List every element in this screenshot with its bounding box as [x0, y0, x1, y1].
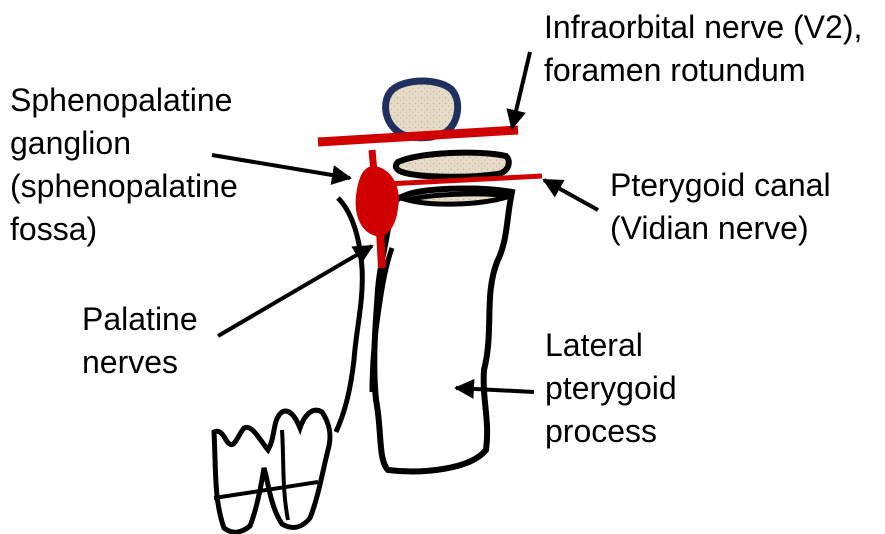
infraorbital-nerve: [318, 130, 518, 142]
infraorbital-nerve-label: Infraorbital nerve (V2), foramen rotundu…: [544, 6, 862, 92]
lateral-label-line-1: Lateral: [545, 324, 677, 367]
tooth-divider: [282, 430, 288, 520]
pterygoid-canal-upper-bone: [396, 153, 509, 177]
molar-teeth-outline: [214, 410, 330, 532]
lateral-pterygoid-process-outline: [374, 189, 512, 472]
sphenopalatine-ganglion: [356, 166, 399, 236]
palatine-label-line-2: nerves: [82, 341, 198, 384]
lateral-label-line-3: process: [545, 410, 677, 453]
foramen-rotundum-outline: [386, 81, 458, 138]
palatine-nerves-label: Palatine nerves: [82, 298, 198, 384]
medial-plate-outline: [336, 198, 362, 432]
sphenopalatine-ganglion-label: Sphenopalatine ganglion (sphenopalatine …: [10, 79, 238, 251]
pterygoid-label-line-2: (Vidian nerve): [610, 207, 831, 250]
lateral-pterygoid-label: Lateral pterygoid process: [545, 324, 677, 453]
infraorbital-arrow: [512, 52, 530, 128]
palatine-label-line-1: Palatine: [82, 298, 198, 341]
pterygoid-canal-arrow: [544, 180, 598, 210]
spg-label-line-1: Sphenopalatine: [10, 79, 238, 122]
palatine-nerves: [380, 230, 382, 268]
palatine-arrow: [218, 246, 372, 336]
spg-label-line-2: ganglion: [10, 122, 238, 165]
spg-label-line-3: (sphenopalatine: [10, 165, 238, 208]
infraorbital-label-line-1: Infraorbital nerve (V2),: [544, 6, 862, 49]
infraorbital-label-line-2: foramen rotundum: [544, 49, 862, 92]
pterygoid-label-line-1: Pterygoid canal: [610, 164, 831, 207]
lateral-pterygoid-process-top: [408, 194, 510, 204]
lateral-pterygoid-arrow: [456, 388, 534, 392]
spg-label-line-4: fossa): [10, 208, 238, 251]
lateral-label-line-2: pterygoid: [545, 367, 677, 410]
pterygoid-canal-label: Pterygoid canal (Vidian nerve): [610, 164, 831, 250]
